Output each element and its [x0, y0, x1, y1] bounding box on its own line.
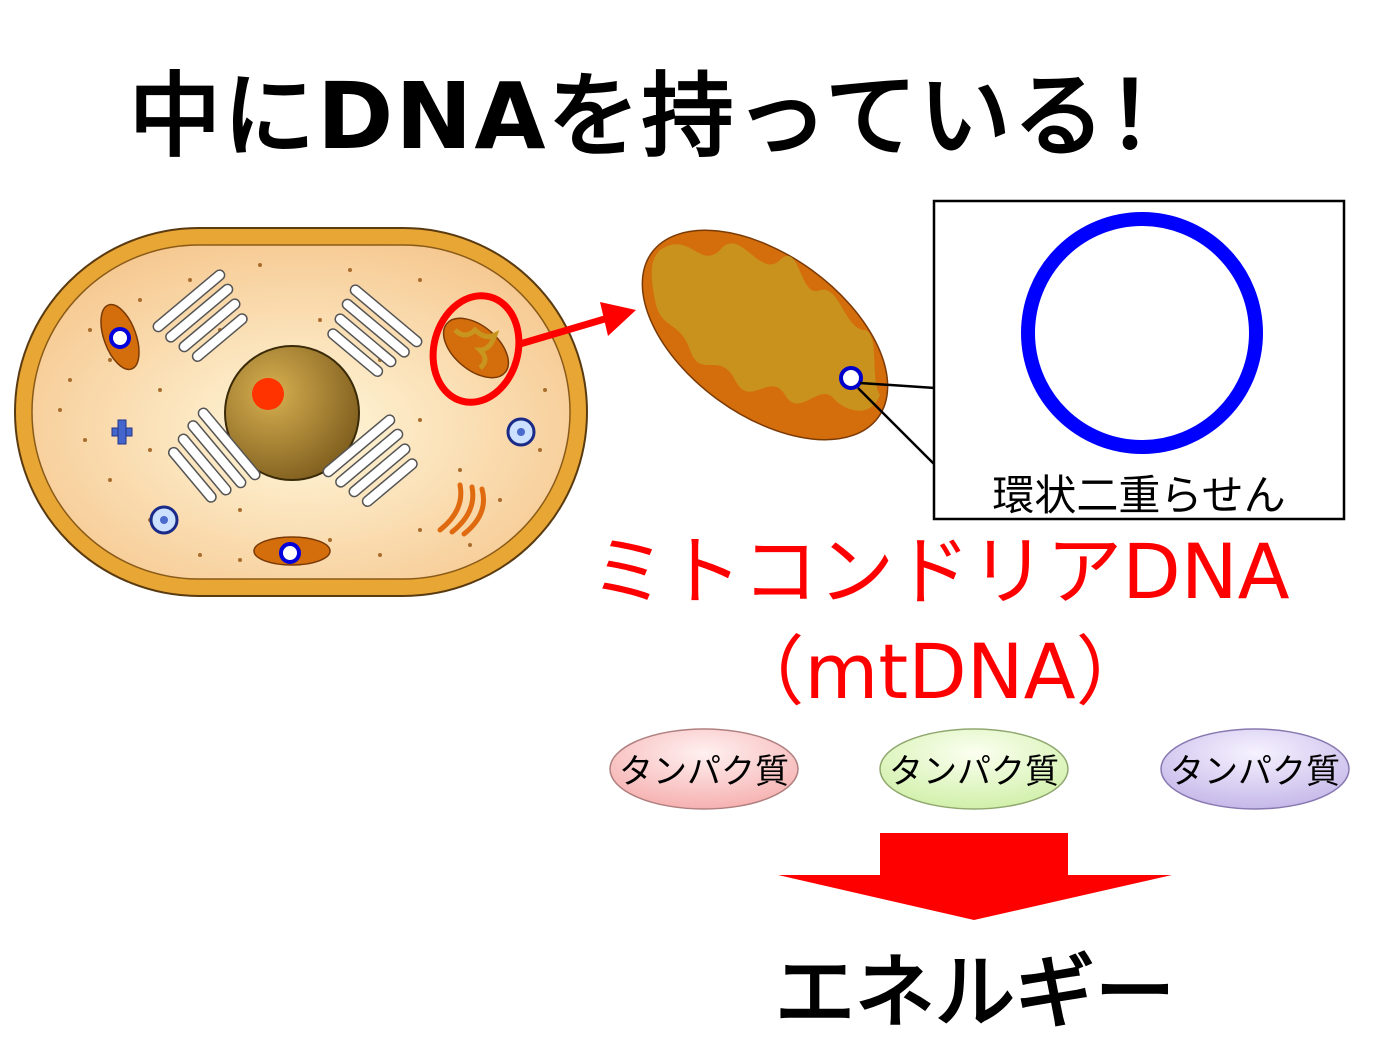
vesicle-2	[149, 505, 179, 535]
circular-dna-ring	[1021, 212, 1263, 454]
zoom-arrow	[519, 302, 636, 348]
energy-label: エネルギー	[775, 946, 1175, 1039]
protein-ellipse-3	[1160, 728, 1350, 810]
protein-label-1: タンパク質	[619, 752, 789, 792]
animal-cell	[14, 227, 588, 597]
mitochondrion-enlarged	[641, 229, 889, 441]
nucleus	[224, 345, 360, 481]
mtdna-label-line-2: （mtDNA）	[728, 627, 1152, 716]
mitochondrion-highlighted	[442, 317, 510, 379]
protein-label-2: タンパク質	[889, 752, 1059, 792]
cytoplasm-granules	[58, 263, 547, 562]
vesicle-1	[506, 417, 536, 447]
centriole	[111, 419, 133, 445]
energy-arrow	[778, 833, 1172, 920]
golgi-orange	[437, 482, 486, 537]
callout-lines	[857, 381, 936, 466]
mtdna-dot	[839, 366, 863, 390]
mtdna-label-line-1: ミトコンドリアDNA	[590, 527, 1290, 616]
protein-ellipse-2	[879, 728, 1069, 810]
golgi-apparatus	[152, 269, 423, 508]
nucleolus	[252, 378, 284, 410]
mitochondrion-small-1	[100, 303, 140, 371]
slide-title: 中にDNAを持っている！	[129, 63, 1201, 170]
inset-caption: 環状二重らせん	[992, 471, 1286, 520]
inset-box	[932, 199, 1346, 521]
highlight-circle	[429, 292, 523, 406]
mitochondrion-small-2	[253, 536, 331, 566]
protein-label-3: タンパク質	[1170, 752, 1340, 792]
protein-ellipse-1	[609, 728, 799, 810]
